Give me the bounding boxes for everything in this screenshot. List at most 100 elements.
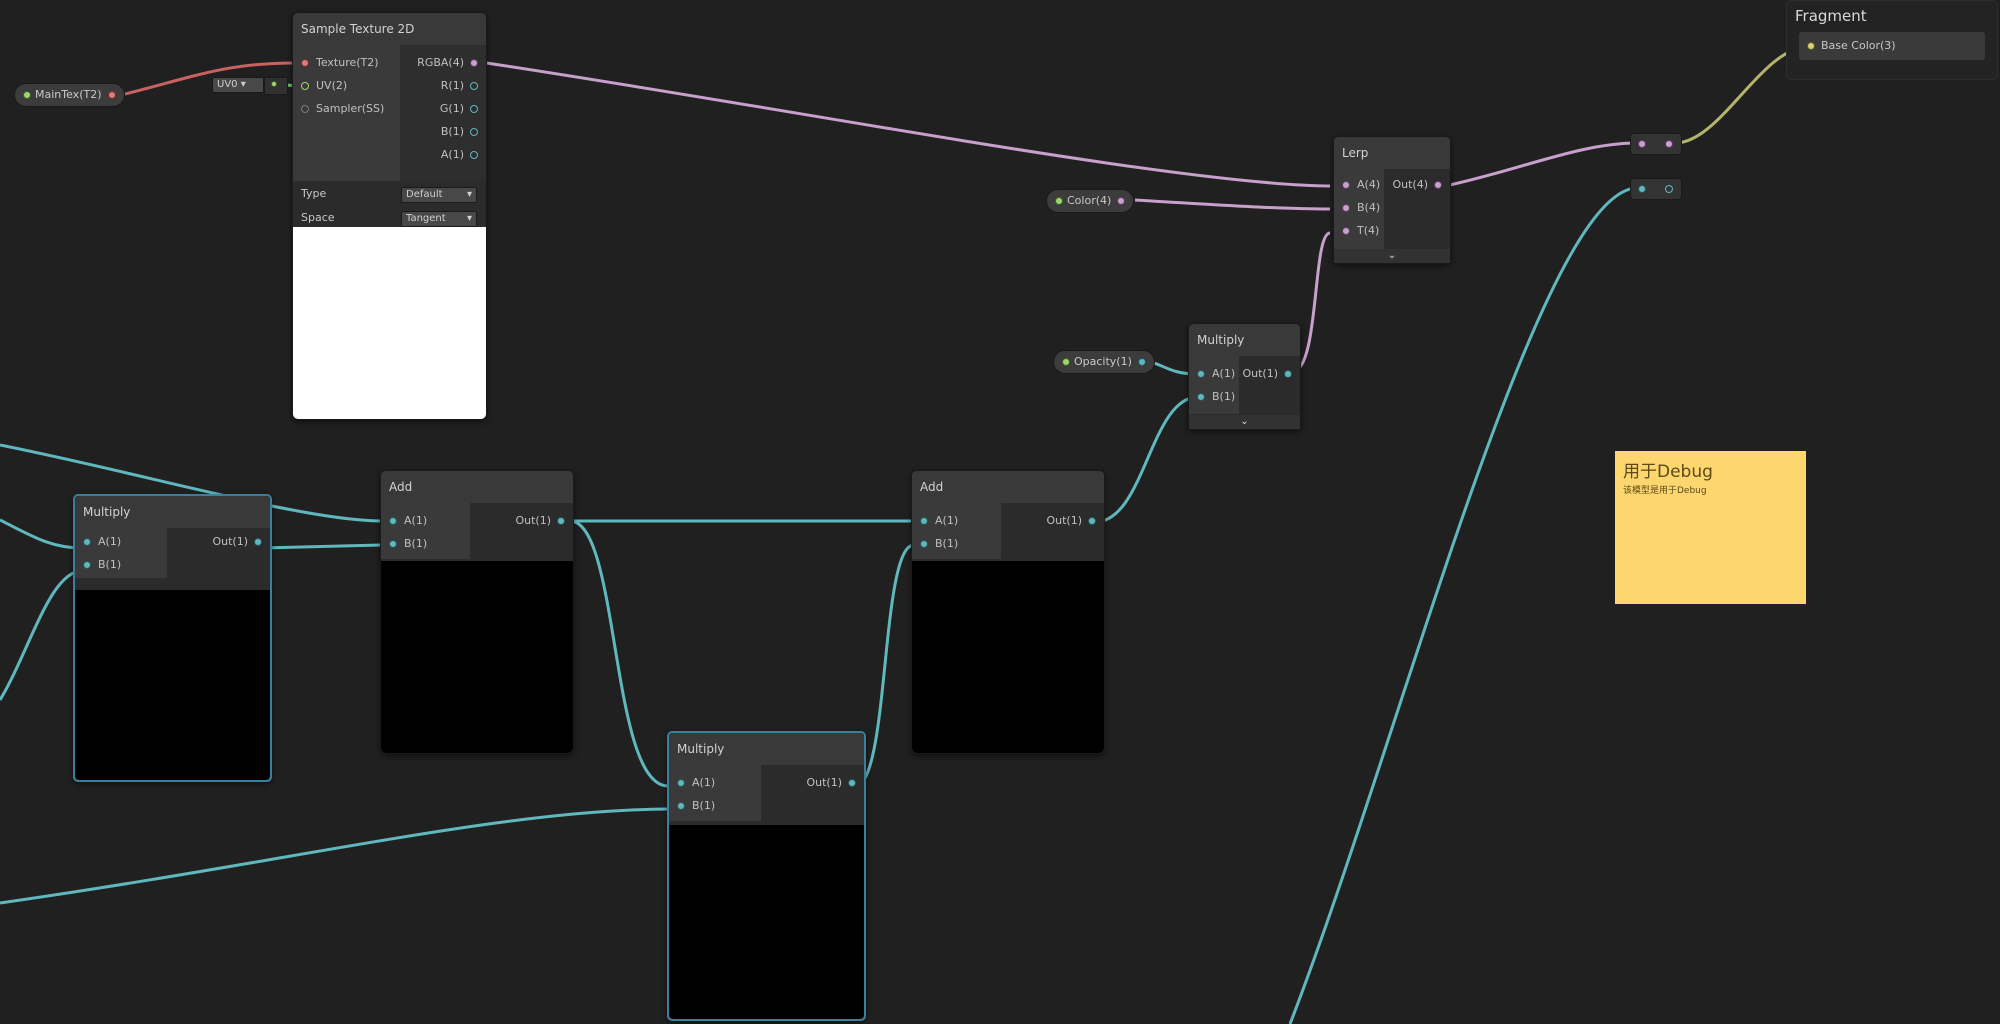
sticky-title[interactable]: 用于Debug — [1623, 462, 1713, 482]
rgba-output-label: RGBA(4) — [417, 56, 464, 69]
space-label: Space — [301, 211, 335, 224]
multiply-node-left[interactable]: Multiply A(1) B(1) Out(1) ^ — [73, 494, 272, 782]
add-node-right[interactable]: Add A(1) B(1) Out(1) — [911, 470, 1105, 754]
wire-add-multiply — [1094, 395, 1199, 524]
color-property[interactable]: Color(4) — [1046, 189, 1135, 213]
reroute-input-port[interactable] — [1638, 140, 1646, 148]
add-a-label: A(1) — [404, 514, 428, 527]
lerp-t-label: T(4) — [1357, 224, 1380, 237]
node-title[interactable]: Add — [912, 471, 1104, 503]
multiply-output-port[interactable] — [254, 538, 262, 546]
multiply-a-label: A(1) — [692, 776, 716, 789]
node-title[interactable]: Multiply — [669, 733, 864, 765]
sticky-body[interactable]: 该模型是用于Debug — [1623, 486, 1707, 496]
multiply-b-input-port[interactable] — [677, 802, 685, 810]
multiply-output-port[interactable] — [848, 779, 856, 787]
multiply-node-top[interactable]: Multiply A(1) B(1) Out(1) ⌄ — [1188, 323, 1301, 430]
g-output-port[interactable] — [470, 105, 478, 113]
wire-multiplyleft-add — [261, 543, 382, 550]
multiply-a-label: A(1) — [98, 535, 122, 548]
property-dot-icon — [1055, 197, 1063, 205]
property-dot-icon — [23, 91, 31, 99]
wire-offscreen-addA — [0, 443, 382, 523]
multiply-a-input-port[interactable] — [83, 538, 91, 546]
multiply-out-label: Out(1) — [212, 535, 248, 548]
a-output-port[interactable] — [470, 151, 478, 159]
multiply-b-input-port[interactable] — [83, 561, 91, 569]
add-b-input-port[interactable] — [389, 540, 397, 548]
multiply-b-input-port[interactable] — [1197, 393, 1205, 401]
color-output-port[interactable] — [1117, 197, 1126, 205]
rgba-output-port[interactable] — [470, 59, 478, 67]
add-a-label: A(1) — [935, 514, 959, 527]
wire-color-lerp — [1134, 198, 1331, 211]
a-output-label: A(1) — [440, 148, 464, 161]
wire-offscreen-multbottomB — [0, 807, 669, 905]
uv-output-port[interactable] — [271, 81, 277, 87]
multiply-b-label: B(1) — [692, 799, 716, 812]
base-color-block[interactable]: Base Color(3) — [1799, 32, 1985, 60]
wire-offscreen-multA — [0, 518, 83, 550]
add-a-input-port[interactable] — [389, 517, 397, 525]
add-out-label: Out(1) — [515, 514, 551, 527]
add-output-port[interactable] — [557, 517, 565, 525]
wire-diagonal-reroute — [1288, 186, 1638, 1024]
chevron-down-icon[interactable]: ⌄ — [1189, 415, 1300, 429]
node-preview — [381, 561, 573, 753]
add-node-left[interactable]: Add A(1) B(1) Out(1) — [380, 470, 574, 754]
lerp-node[interactable]: Lerp A(4) B(4) T(4) Out(4) ⌄ — [1333, 136, 1451, 264]
r-output-port[interactable] — [470, 82, 478, 90]
add-b-label: B(1) — [935, 537, 959, 550]
maintex-property[interactable]: MainTex(T2) — [14, 83, 125, 107]
texture-input-label: Texture(T2) — [316, 56, 379, 69]
sticky-note[interactable]: 用于Debug 该模型是用于Debug — [1615, 451, 1806, 604]
add-b-input-port[interactable] — [920, 540, 928, 548]
uv-dropdown[interactable]: UV0 ▾ — [212, 77, 264, 93]
reroute-input-port[interactable] — [1638, 185, 1646, 193]
lerp-output-port[interactable] — [1434, 181, 1442, 189]
reroute-output-port[interactable] — [1665, 185, 1673, 193]
node-title[interactable]: Multiply — [1189, 324, 1300, 356]
lerp-a-label: A(4) — [1357, 178, 1381, 191]
base-color-input-port[interactable] — [1807, 42, 1815, 50]
fragment-context[interactable]: Fragment Base Color(3) — [1786, 0, 1998, 80]
lerp-out-label: Out(4) — [1392, 178, 1428, 191]
chevron-down-icon[interactable]: ⌄ — [1334, 249, 1450, 263]
multiply-b-label: B(1) — [98, 558, 122, 571]
texture-input-port[interactable] — [301, 59, 309, 67]
maintex-label: MainTex(T2) — [35, 88, 102, 101]
lerp-b-input-port[interactable] — [1342, 204, 1350, 212]
sample-texture-2d-node[interactable]: Sample Texture 2D Texture(T2) UV(2) Samp… — [292, 12, 487, 420]
opacity-property[interactable]: Opacity(1) — [1053, 350, 1155, 374]
type-dropdown[interactable]: Default▾ — [401, 187, 477, 203]
opacity-label: Opacity(1) — [1074, 355, 1132, 368]
lerp-a-input-port[interactable] — [1342, 181, 1350, 189]
wire-lerp-reroute — [1444, 141, 1638, 188]
uv-input-label: UV(2) — [316, 79, 348, 92]
node-title[interactable]: Multiply — [75, 496, 270, 528]
reroute-node-float[interactable] — [1630, 178, 1682, 200]
node-title[interactable]: Sample Texture 2D — [293, 13, 486, 45]
lerp-t-input-port[interactable] — [1342, 227, 1350, 235]
sampler-input-port[interactable] — [301, 105, 309, 113]
wire-offscreen-multB — [0, 569, 83, 701]
reroute-output-port[interactable] — [1665, 140, 1673, 148]
add-b-label: B(1) — [404, 537, 428, 550]
node-title[interactable]: Lerp — [1334, 137, 1450, 169]
node-title[interactable]: Add — [381, 471, 573, 503]
b-output-port[interactable] — [470, 128, 478, 136]
add-output-port[interactable] — [1088, 517, 1096, 525]
multiply-output-port[interactable] — [1284, 370, 1292, 378]
multiply-node-bottom[interactable]: Multiply A(1) B(1) Out(1) — [667, 731, 866, 1021]
opacity-output-port[interactable] — [1137, 358, 1146, 366]
multiply-a-input-port[interactable] — [1197, 370, 1205, 378]
multiply-a-input-port[interactable] — [677, 779, 685, 787]
type-label: Type — [301, 187, 327, 200]
space-dropdown[interactable]: Tangent▾ — [401, 211, 477, 227]
sampler-input-label: Sampler(SS) — [316, 102, 385, 115]
uv-input-port[interactable] — [301, 82, 309, 90]
maintex-output-port[interactable] — [107, 91, 116, 99]
add-a-input-port[interactable] — [920, 517, 928, 525]
reroute-node-color[interactable] — [1630, 133, 1682, 155]
